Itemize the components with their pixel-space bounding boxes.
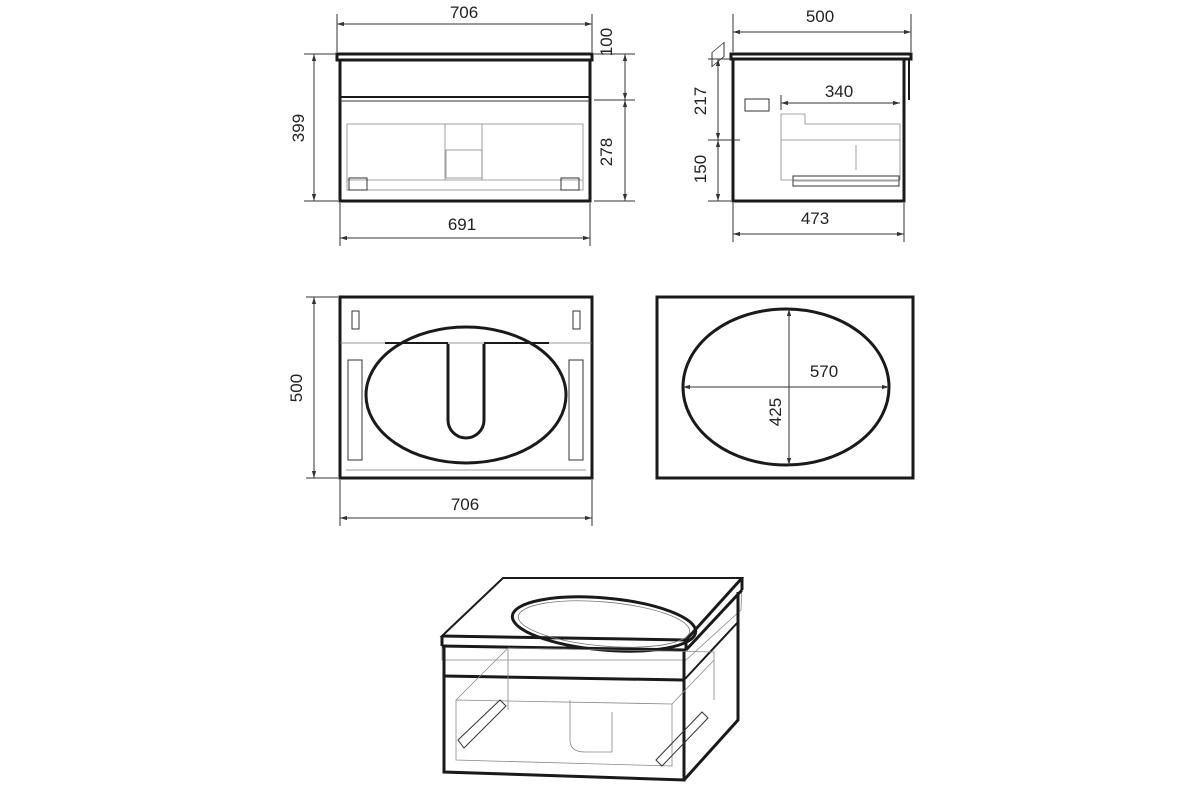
dim-side-depth-top: 500 bbox=[806, 7, 834, 26]
isometric-view bbox=[439, 41, 745, 782]
dim-front-body-width: 691 bbox=[448, 215, 476, 234]
top-siphon-cutout bbox=[446, 344, 486, 440]
iso-cabinet-front bbox=[442, 646, 686, 782]
dim-front-total-height: 399 bbox=[289, 114, 308, 142]
iso-runner-left bbox=[457, 699, 507, 749]
top-view: 500 706 bbox=[287, 295, 594, 526]
top-runner-left bbox=[347, 359, 363, 461]
dim-front-width-top: 706 bbox=[450, 3, 478, 22]
top-bracket-left bbox=[351, 310, 360, 330]
front-view: 706 100 278 399 691 bbox=[289, 3, 635, 246]
dim-side-inner-depth: 340 bbox=[825, 82, 853, 101]
dim-basin-length: 570 bbox=[810, 362, 838, 381]
top-runner-right bbox=[568, 359, 584, 461]
dim-front-countertop-height: 100 bbox=[597, 28, 616, 56]
iso-socket bbox=[711, 41, 725, 68]
basin-view: 570 425 bbox=[655, 295, 915, 480]
dim-top-width: 706 bbox=[451, 495, 479, 514]
top-bracket-right bbox=[572, 310, 581, 330]
dim-top-depth: 500 bbox=[287, 374, 306, 402]
side-socket bbox=[744, 98, 770, 112]
front-drawer-inner bbox=[346, 123, 584, 191]
top-outline bbox=[338, 295, 594, 480]
side-view: 500 340 217 150 473 bbox=[691, 7, 913, 242]
iso-cabinet-side bbox=[682, 592, 740, 782]
dim-basin-width: 425 bbox=[766, 398, 785, 426]
front-cabinet-body bbox=[338, 58, 592, 203]
dim-side-body-depth: 473 bbox=[801, 209, 829, 228]
front-runner-left bbox=[348, 177, 368, 191]
dim-front-drawer-height: 278 bbox=[597, 138, 616, 166]
side-cabinet-body bbox=[731, 57, 906, 203]
basin-outline bbox=[655, 295, 915, 480]
front-runner-right bbox=[560, 177, 580, 191]
dim-side-lower-height: 150 bbox=[691, 155, 710, 183]
side-drawer-inner bbox=[780, 113, 901, 181]
dim-side-upper-height: 217 bbox=[691, 87, 710, 115]
iso-drawer-inner bbox=[455, 699, 673, 767]
iso-runner-right bbox=[655, 711, 709, 767]
top-basin-bowl bbox=[364, 325, 568, 465]
front-siphon bbox=[445, 149, 483, 179]
iso-siphon bbox=[569, 700, 613, 753]
